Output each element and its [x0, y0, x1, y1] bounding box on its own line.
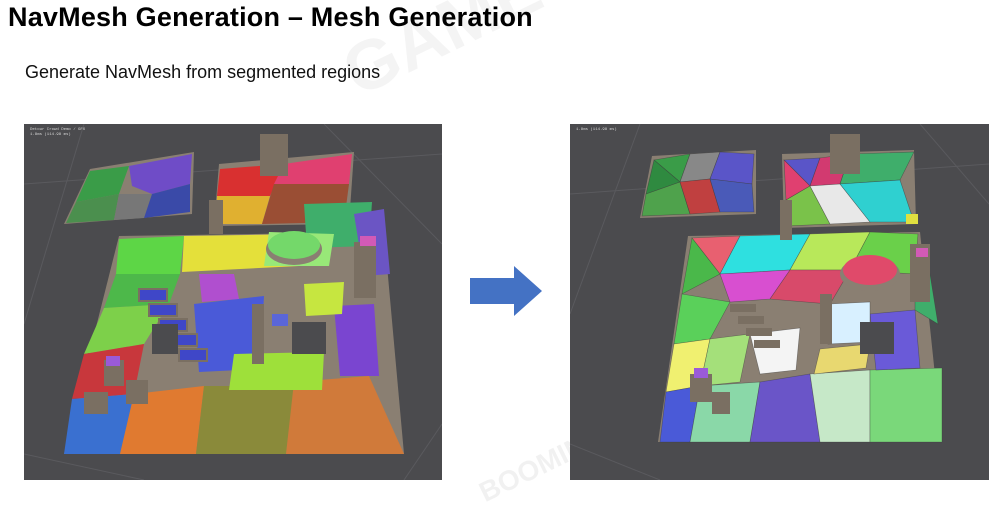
segmented-regions-screenshot: Detour Crowd Demo / GFX 1.8ms (114.98 ms… [24, 124, 442, 480]
slide-subtitle: Generate NavMesh from segmented regions [25, 62, 381, 82]
segmented-regions-render [24, 124, 442, 480]
pillars [84, 200, 376, 414]
slide-title: NavMesh Generation – Mesh Generation [8, 2, 533, 32]
staircase-right [730, 304, 780, 348]
tower-block-right [830, 134, 860, 174]
pillars-right [690, 200, 930, 414]
right-arrow-icon [470, 266, 542, 316]
fps-readout-left: Detour Crowd Demo / GFX 1.8ms (114.98 ms… [30, 128, 86, 137]
navmesh-triangulation-render [570, 124, 989, 480]
fps-readout-right: 1.8ms (114.98 ms) [576, 128, 617, 132]
navmesh-triangulation-screenshot: 1.8ms (114.98 ms) [570, 124, 989, 480]
triangulated-island-left [641, 151, 755, 217]
tower-block [260, 134, 288, 176]
triangulated-island-right [783, 151, 915, 227]
floor-grid-right [570, 124, 989, 480]
